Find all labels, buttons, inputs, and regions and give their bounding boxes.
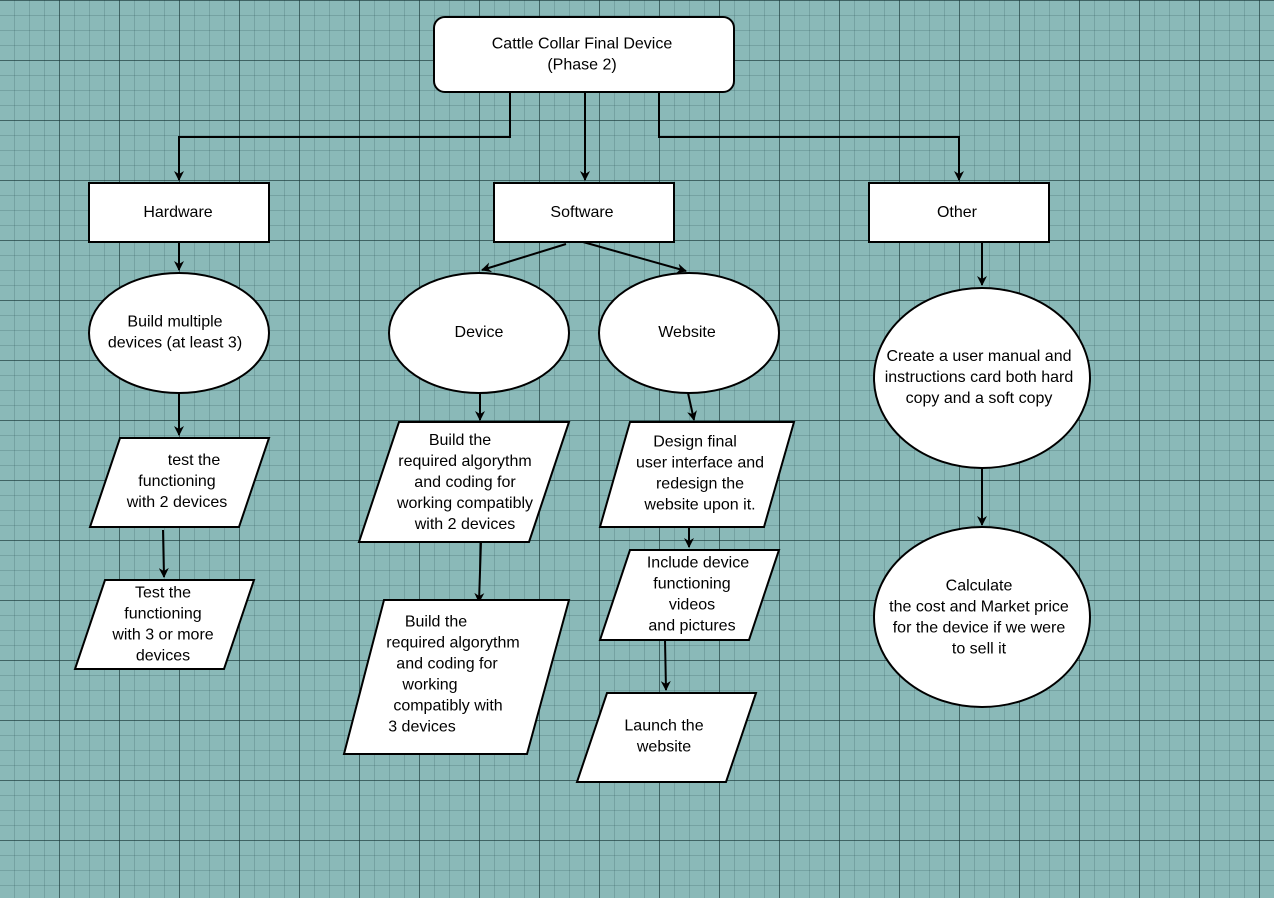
device-label-line: Device [455, 324, 504, 341]
build-algo-3-label-line: and coding for [396, 656, 498, 673]
user-manual-label-line: instructions card both hard [885, 369, 1074, 386]
build-multiple-label-line: Build multiple [127, 314, 222, 331]
user-manual-label-line: copy and a soft copy [906, 390, 1053, 407]
include-videos-label-line: videos [669, 597, 715, 614]
design-ui-label-line: website upon it. [643, 497, 755, 514]
launch-label-line: website [636, 739, 691, 756]
calculate-ellipse [873, 526, 1091, 708]
arrow-root-to-hardware [174, 92, 511, 181]
calculate-label-line: for the device if we were [893, 620, 1066, 637]
root-label-line: Cattle Collar Final Device [492, 36, 673, 53]
build-algo-3-label-line: working [401, 677, 457, 694]
hardware-box [88, 182, 270, 243]
website-label: Website [658, 324, 716, 341]
other-label: Other [937, 204, 978, 221]
test-2-label-line: with 2 devices [126, 494, 228, 511]
root-label-line: (Phase 2) [547, 57, 616, 74]
labels: Cattle Collar Final Device (Phase 2) Hardw… [108, 36, 1073, 756]
other-box [868, 182, 1050, 243]
build-algo-2-label-line: working compatibly [396, 495, 533, 512]
launch-label-line: Launch the [624, 718, 703, 735]
software-label-line: Software [550, 204, 613, 221]
shapes [73, 16, 1091, 783]
user-manual-label-line: Create a user manual and [887, 348, 1072, 365]
test-3-parallelogram [73, 579, 256, 670]
software-box [493, 182, 675, 243]
other-label-line: Other [937, 204, 978, 221]
build-algo-2-label-line: required algorythm [398, 453, 531, 470]
include-videos-label: Include device functioning videos and pictu… [647, 555, 749, 635]
root-label: Cattle Collar Final Device (Phase 2) [492, 36, 673, 74]
website-ellipse [598, 272, 780, 394]
device-ellipse [388, 272, 570, 394]
test-3-label: Test the functioning with 3 or more devices [111, 585, 213, 665]
include-videos-label-line: functioning [653, 576, 730, 593]
design-ui-label-line: redesign the [656, 476, 744, 493]
include-videos-label-line: Include device [647, 555, 749, 572]
test-2-label-line: functioning [138, 473, 215, 490]
include-videos-label-line: and pictures [648, 618, 735, 635]
user-manual-ellipse [873, 287, 1091, 469]
include-videos-parallelogram [598, 549, 781, 641]
arrow-include-videos-to-launch [660, 639, 671, 691]
launch-parallelogram [575, 692, 758, 783]
test-2-parallelogram [88, 437, 271, 528]
connectors [158, 92, 987, 691]
test-3-label-line: with 3 or more [111, 627, 213, 644]
launch-label: Launch the website [624, 718, 703, 756]
arrow-software-to-website [582, 241, 687, 274]
arrow-root-to-other [658, 92, 964, 181]
test-3-label-line: devices [136, 648, 190, 665]
build-algo-3-label-line: required algorythm [386, 635, 519, 652]
test-2-label: test the functioning with 2 devices [126, 452, 228, 511]
build-algo-2-label-line: Build the [429, 432, 491, 449]
user-manual-label: Create a user manual and instructions car… [885, 348, 1074, 407]
build-algo-3-label: Build the required algorythm and coding fo… [386, 614, 519, 736]
arrow-test-2-to-test-3 [158, 529, 169, 578]
design-ui-label: Design final user interface and redesign t… [636, 434, 764, 514]
arrow-website-to-design-ui [687, 392, 697, 421]
build-algo-3-label-line: compatibly with [393, 698, 502, 715]
build-algo-3-label-line: Build the [405, 614, 467, 631]
build-multiple-label-line: devices (at least 3) [108, 335, 242, 352]
design-ui-parallelogram [598, 421, 796, 528]
build-algo-3-parallelogram [342, 599, 571, 755]
device-label: Device [455, 324, 504, 341]
build-algo-2-parallelogram [357, 421, 571, 543]
build-algo-3-label-line: 3 devices [388, 719, 456, 736]
root-box [433, 16, 735, 93]
calculate-label-line: the cost and Market price [889, 599, 1069, 616]
software-label: Software [550, 204, 613, 221]
build-algo-2-label-line: with 2 devices [414, 516, 516, 533]
hardware-label-line: Hardware [143, 204, 212, 221]
build-algo-2-label-line: and coding for [414, 474, 516, 491]
calculate-label-line: to sell it [952, 641, 1007, 658]
arrow-build-algo-2-to-build-algo-3 [474, 541, 485, 603]
hardware-label: Hardware [143, 204, 212, 221]
website-label-line: Website [658, 324, 716, 341]
design-ui-label-line: Design final [653, 434, 737, 451]
design-ui-label-line: user interface and [636, 455, 764, 472]
build-algo-2-label: Build the required algorythm and coding fo… [396, 432, 533, 533]
test-3-label-line: functioning [124, 606, 201, 623]
build-multiple-ellipse [88, 272, 270, 394]
test-2-label-line: test the [168, 452, 221, 469]
arrow-software-to-device [481, 243, 567, 273]
calculate-label: Calculate the cost and Market price for th… [889, 578, 1069, 658]
test-3-label-line: Test the [135, 585, 191, 602]
calculate-label-line: Calculate [946, 578, 1013, 595]
build-multiple-label: Build multiple devices (at least 3) [108, 314, 242, 352]
